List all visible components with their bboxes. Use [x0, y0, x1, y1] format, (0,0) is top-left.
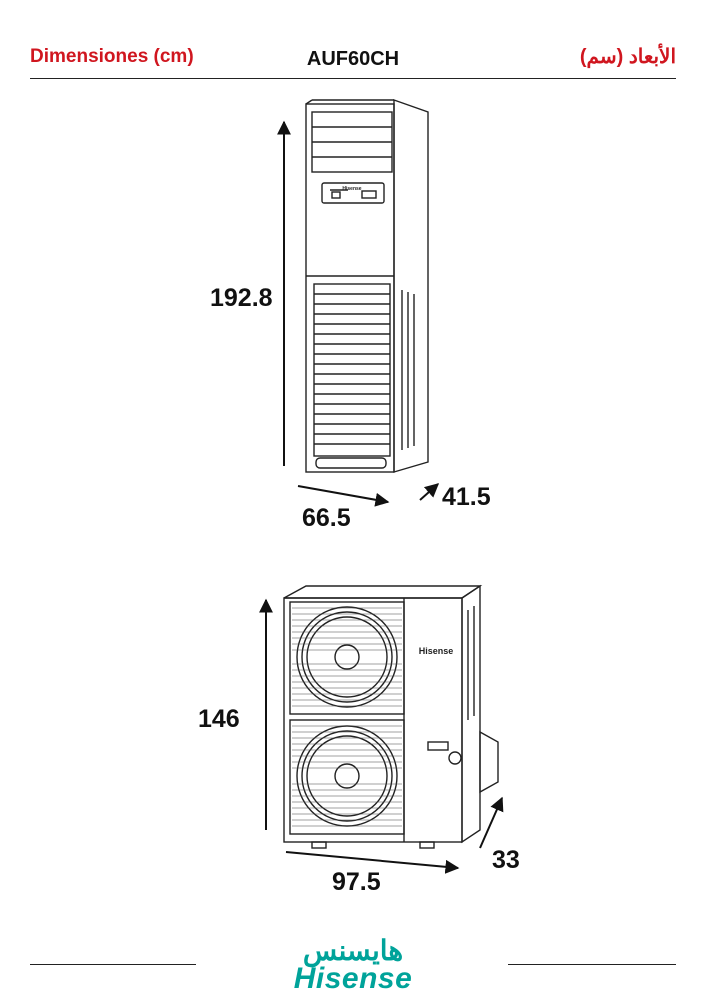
- page-header: Dimensiones (cm) AUF60CH الأبعاد (سم): [30, 40, 676, 79]
- indoor-grille-slats: [314, 293, 390, 445]
- indoor-brand-label: Hisense: [342, 186, 361, 192]
- outdoor-brand-label: Hisense: [419, 646, 454, 656]
- outdoor-unit-drawing: [283, 584, 499, 849]
- outdoor-depth-value: 33: [492, 846, 520, 874]
- outdoor-upper-fan: [296, 606, 398, 708]
- indoor-intake-grille: [313, 283, 391, 457]
- indoor-front-panel: [305, 103, 395, 473]
- indoor-width-value: 66.5: [302, 504, 351, 532]
- outdoor-top-panel: [283, 585, 483, 599]
- brand-logo-latin: Hisense: [293, 962, 413, 995]
- indoor-unit-drawing: [305, 99, 429, 473]
- outdoor-width-value: 97.5: [332, 868, 381, 896]
- outdoor-side-panel: [461, 584, 481, 844]
- dimensions-title-spanish: Dimensiones (cm): [30, 46, 194, 67]
- outdoor-valve-cover: [479, 730, 499, 794]
- outdoor-front-panel: [283, 597, 463, 843]
- outdoor-height-value: 146: [198, 705, 240, 733]
- outdoor-lower-fan: [296, 725, 398, 827]
- outdoor-width-arrow: [285, 851, 460, 874]
- outdoor-grille-lines: [292, 607, 402, 827]
- indoor-height-value: 192.8: [210, 284, 273, 312]
- footer-line-right: [508, 964, 676, 965]
- footer-line-left: [30, 964, 196, 965]
- outdoor-depth-arrow: [479, 796, 504, 849]
- indoor-depth-value: 41.5: [442, 483, 491, 511]
- indoor-width-arrow: [297, 485, 390, 507]
- indoor-display-panel: [321, 182, 385, 204]
- brand-logo-arabic: هايسنس: [302, 935, 404, 966]
- model-name: AUF60CH: [306, 48, 400, 70]
- dimensions-title-arabic: الأبعاد (سم): [579, 46, 676, 68]
- indoor-side-panel: [393, 99, 429, 473]
- indoor-depth-arrow: [419, 483, 440, 501]
